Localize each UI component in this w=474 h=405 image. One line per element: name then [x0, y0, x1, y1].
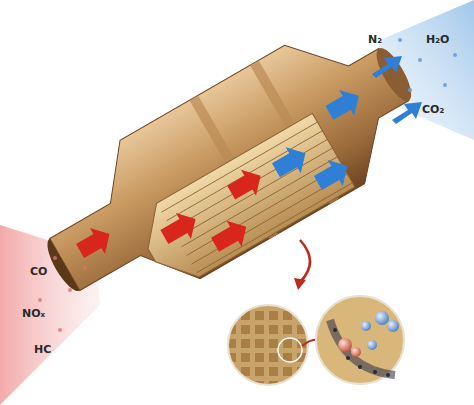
gas-label: CO₂: [422, 104, 444, 116]
gas-label: CO: [30, 266, 47, 278]
gas-label: H₂O: [426, 34, 449, 46]
gas-label: N₂: [368, 34, 382, 46]
gas-label: NOₓ: [22, 308, 45, 320]
gas-label: HC: [34, 344, 51, 356]
